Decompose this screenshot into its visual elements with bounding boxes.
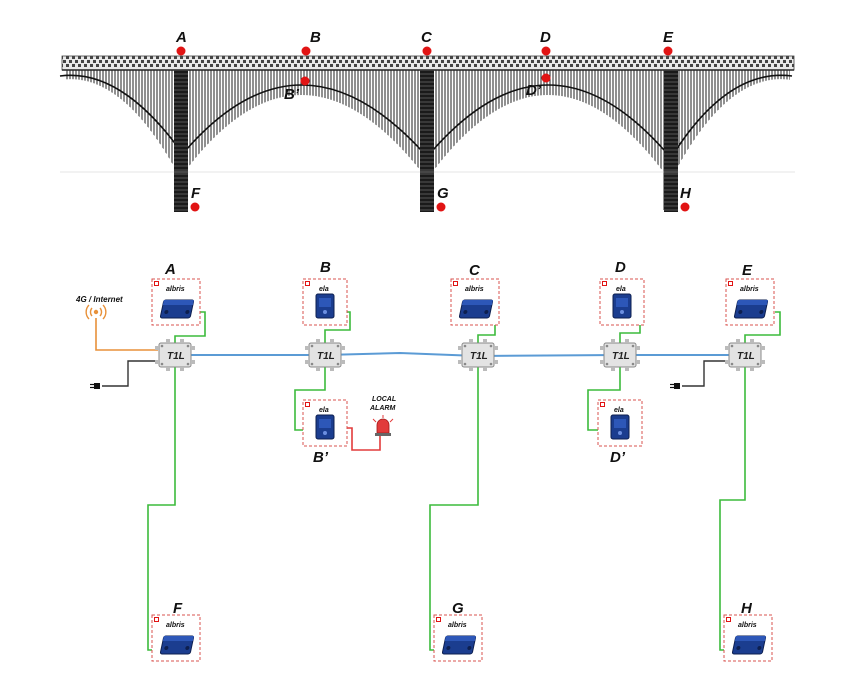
device-G[interactable]: albris bbox=[433, 614, 483, 662]
device-brand: ela bbox=[614, 407, 624, 414]
device-brand: ela bbox=[319, 286, 329, 293]
t1l-switch-D[interactable]: T1L bbox=[599, 338, 641, 372]
marker-G bbox=[436, 202, 446, 212]
power-plug-icon bbox=[670, 383, 680, 389]
device-brand: albris bbox=[166, 286, 185, 293]
marker-A bbox=[176, 46, 186, 56]
t1l-label: T1L bbox=[612, 351, 630, 362]
marker-D-prime bbox=[541, 73, 551, 83]
node-label-E: E bbox=[742, 262, 753, 279]
t1l-backbone-line bbox=[175, 351, 745, 358]
node-label-C: C bbox=[469, 262, 481, 279]
device-brand: ela bbox=[319, 407, 329, 414]
t1l-switch-C[interactable]: T1L bbox=[457, 338, 499, 372]
device-E[interactable]: albris bbox=[725, 278, 775, 326]
device-H[interactable]: albris bbox=[723, 614, 773, 662]
alarm-light-icon bbox=[372, 415, 394, 436]
node-label-F: F bbox=[173, 600, 183, 617]
bridge-pier bbox=[174, 70, 188, 212]
marker-F bbox=[190, 202, 200, 212]
t1l-switch-B[interactable]: T1L bbox=[304, 338, 346, 372]
device-D[interactable]: ela bbox=[599, 278, 645, 326]
marker-B bbox=[301, 46, 311, 56]
device-brand: ela bbox=[616, 286, 626, 293]
bridge-label-D: D bbox=[540, 29, 551, 46]
power-cable-right bbox=[682, 360, 728, 387]
node-label-H: H bbox=[741, 600, 753, 617]
t1l-label: T1L bbox=[737, 351, 755, 362]
device-C[interactable]: albris bbox=[450, 278, 500, 326]
node-label-D: D bbox=[615, 259, 626, 276]
t1l-switch-E[interactable]: T1L bbox=[724, 338, 766, 372]
node-label-G: G bbox=[452, 600, 464, 617]
t1l-label: T1L bbox=[317, 351, 335, 362]
bridge-label-H: H bbox=[680, 185, 692, 202]
device-D-prime[interactable]: ela bbox=[597, 399, 643, 447]
t1l-label: T1L bbox=[167, 351, 185, 362]
network-diagram: 4G / Internet LOCAL ALARM T1L bbox=[75, 259, 781, 662]
alarm-label-line2: ALARM bbox=[369, 405, 395, 412]
bridge-label-D-prime: D’ bbox=[526, 82, 542, 99]
internet-label: 4G / Internet bbox=[75, 295, 123, 304]
t1l-label: T1L bbox=[470, 351, 488, 362]
marker-B-prime bbox=[300, 76, 310, 86]
bridge-label-G: G bbox=[437, 185, 449, 202]
device-F[interactable]: albris bbox=[151, 614, 201, 662]
power-cable-left bbox=[102, 360, 158, 387]
device-brand: albris bbox=[166, 622, 185, 629]
bridge-label-B: B bbox=[310, 29, 321, 46]
alarm-label-line1: LOCAL bbox=[372, 396, 396, 403]
bridge-illustration: A B C D E B’ D’ F G H bbox=[59, 29, 795, 215]
node-label-D-prime: D’ bbox=[610, 449, 626, 466]
marker-E bbox=[663, 46, 673, 56]
t1l-switch-A[interactable]: T1L bbox=[154, 338, 196, 372]
node-label-A: A bbox=[164, 261, 176, 278]
bridge-label-B-prime: B’ bbox=[284, 86, 300, 103]
bridge-arch-lines bbox=[59, 74, 793, 151]
device-A[interactable]: albris bbox=[151, 278, 201, 326]
bridge-label-C: C bbox=[421, 29, 433, 46]
bridge-label-A: A bbox=[175, 29, 187, 46]
marker-D bbox=[541, 46, 551, 56]
marker-H bbox=[680, 202, 690, 212]
bridge-pier bbox=[664, 70, 678, 212]
device-brand: albris bbox=[465, 286, 484, 293]
device-brand: albris bbox=[738, 622, 757, 629]
node-label-B: B bbox=[320, 259, 331, 276]
power-plug-icon bbox=[90, 383, 100, 389]
device-brand: albris bbox=[740, 286, 759, 293]
bridge-label-F: F bbox=[191, 185, 201, 202]
bridge-pier bbox=[420, 70, 434, 212]
device-B-prime[interactable]: ela bbox=[302, 399, 348, 447]
device-B[interactable]: ela bbox=[302, 278, 348, 326]
antenna-icon bbox=[85, 304, 107, 320]
marker-C bbox=[422, 46, 432, 56]
node-label-B-prime: B’ bbox=[313, 449, 329, 466]
bridge-arch-openings bbox=[60, 79, 792, 215]
device-brand: albris bbox=[448, 622, 467, 629]
internet-link bbox=[95, 318, 158, 351]
bridge-deck bbox=[61, 55, 795, 71]
bridge-label-E: E bbox=[663, 29, 674, 46]
